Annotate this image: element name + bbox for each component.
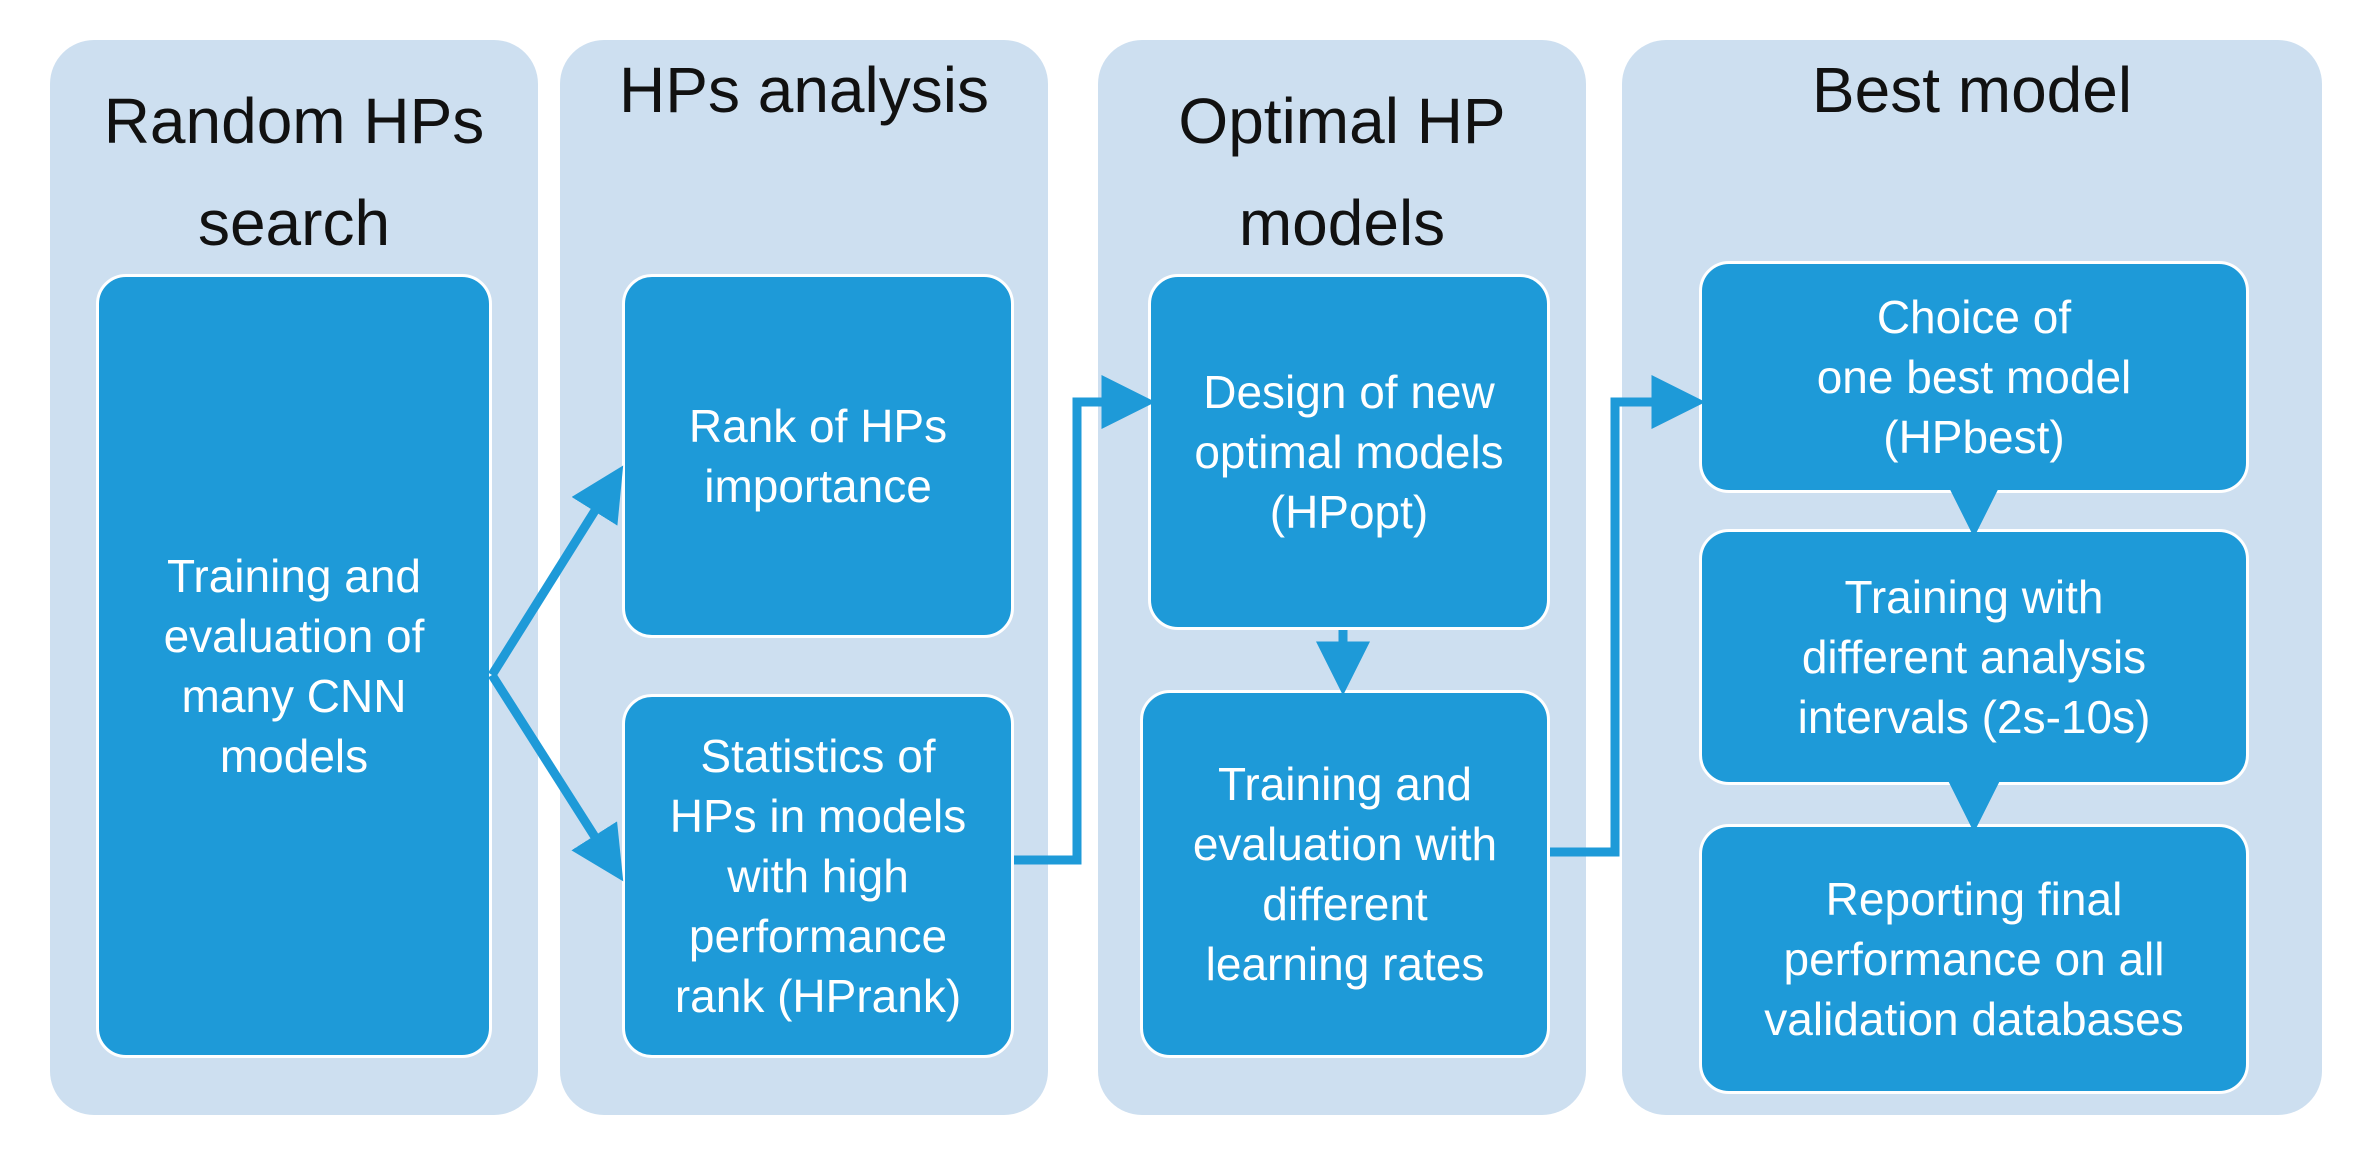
arrow-to-rank-of-hps <box>488 465 624 678</box>
box-choice-of-one-best-model: Choice of one best model (HPbest) <box>1699 261 2249 493</box>
box-training-many-cnn-models: Training and evaluation of many CNN mode… <box>96 274 492 1058</box>
box-text: Rank of HPs importance <box>688 400 948 512</box>
box-training-different-intervals: Training with different analysis interva… <box>1699 529 2249 785</box>
box-text: Training with different analysis interva… <box>1797 571 2151 743</box>
box-training-different-learning-rates: Training and evaluation with different l… <box>1140 690 1550 1058</box>
panel-title-optimal-hp-models: Optimal HP models <box>1178 85 1506 259</box>
box-design-of-new-optimal-models: Design of new optimal models (HPopt) <box>1148 274 1550 630</box>
arrow-to-choice-of-best-model <box>1550 375 1706 857</box>
box-text: Choice of one best model (HPbest) <box>1816 291 2132 463</box>
box-text: Statistics of HPs in models with high pe… <box>669 730 967 1022</box>
panel-title-hps-analysis: HPs analysis <box>619 54 989 126</box>
arrow-to-design-of-new-models <box>1014 375 1156 865</box>
box-text: Reporting final performance on all valid… <box>1764 873 2184 1045</box>
panel-title-random-hps-search: Random HPs search <box>103 85 485 259</box>
box-statistics-of-hps: Statistics of HPs in models with high pe… <box>622 694 1014 1058</box>
box-text: Training and evaluation with different l… <box>1192 758 1498 990</box>
box-rank-of-hps-importance: Rank of HPs importance <box>622 274 1014 638</box>
box-text: Design of new optimal models (HPopt) <box>1194 366 1504 538</box>
box-text: Training and evaluation of many CNN mode… <box>163 550 425 782</box>
arrow-to-statistics-of-hps <box>488 672 624 882</box>
panel-title-best-model: Best model <box>1811 54 2133 126</box>
